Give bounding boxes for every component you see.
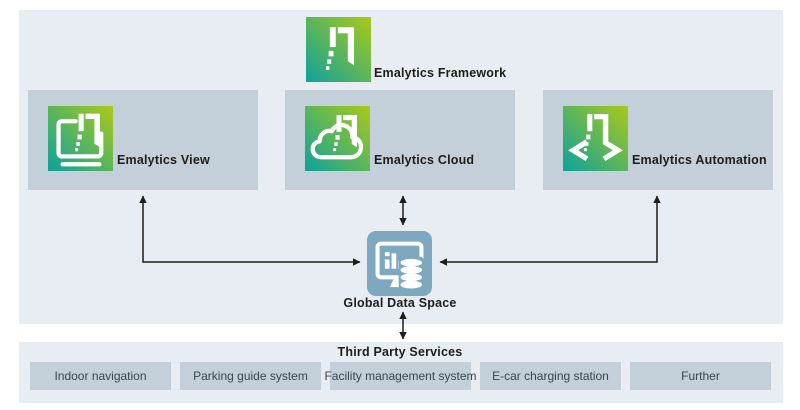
module-box-cloud: Emalytics Cloud (285, 90, 515, 190)
service-box-ecar-charging-station: E-car charging station (480, 362, 621, 390)
global-data-space-icon (367, 231, 432, 296)
service-box-parking-guide-system: Parking guide system (180, 362, 321, 390)
module-box-automation: Emalytics Automation (543, 90, 773, 190)
service-box-facility-management-system: Facility management system (324, 362, 477, 390)
module-label-cloud: Emalytics Cloud (374, 153, 475, 167)
module-label-view: Emalytics View (117, 153, 210, 167)
emalytics-view-icon (48, 106, 113, 171)
third-party-title: Third Party Services (337, 345, 463, 359)
framework-label: Emalytics Framework (374, 66, 507, 80)
emalytics-framework-icon (306, 17, 371, 82)
service-box-further: Further (630, 362, 771, 390)
service-box-indoor-navigation: Indoor navigation (30, 362, 171, 390)
global-data-space-label: Global Data Space (343, 296, 457, 310)
module-box-view: Emalytics View (28, 90, 258, 190)
module-label-automation: Emalytics Automation (632, 153, 767, 167)
third-party-services-row: Indoor navigation Parking guide system F… (19, 342, 783, 403)
emalytics-cloud-icon (305, 106, 370, 171)
emalytics-automation-icon (563, 106, 628, 171)
